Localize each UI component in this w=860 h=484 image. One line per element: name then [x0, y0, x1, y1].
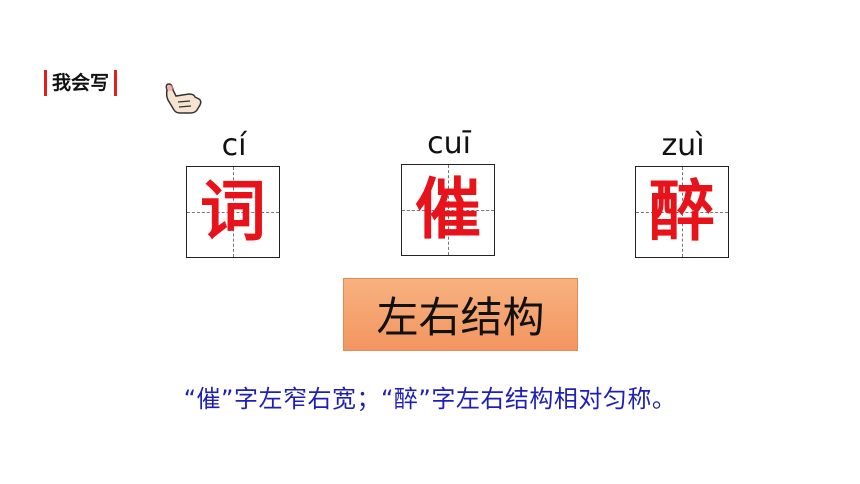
tian-grid: 词 — [186, 166, 280, 258]
pointing-hand-icon[interactable] — [163, 80, 203, 114]
pinyin-label: cí — [221, 128, 247, 163]
tag-bar-left — [44, 70, 47, 96]
hanzi-character: 词 — [200, 173, 266, 250]
writing-note: “催”字左窄右宽；“醉”字左右结构相对匀称。 — [183, 385, 677, 413]
hanzi-character: 催 — [415, 171, 481, 248]
tian-grid: 催 — [401, 164, 495, 256]
pinyin-label: cuī — [427, 126, 471, 161]
section-title: 我会写 — [52, 72, 110, 94]
section-tag: 我会写 — [44, 68, 118, 98]
tian-grid: 醉 — [635, 166, 729, 258]
structure-label: 左右结构 — [343, 278, 578, 351]
tag-bar-right — [114, 70, 118, 96]
pinyin-label: zuì — [661, 128, 705, 163]
hanzi-character: 醉 — [649, 173, 715, 250]
